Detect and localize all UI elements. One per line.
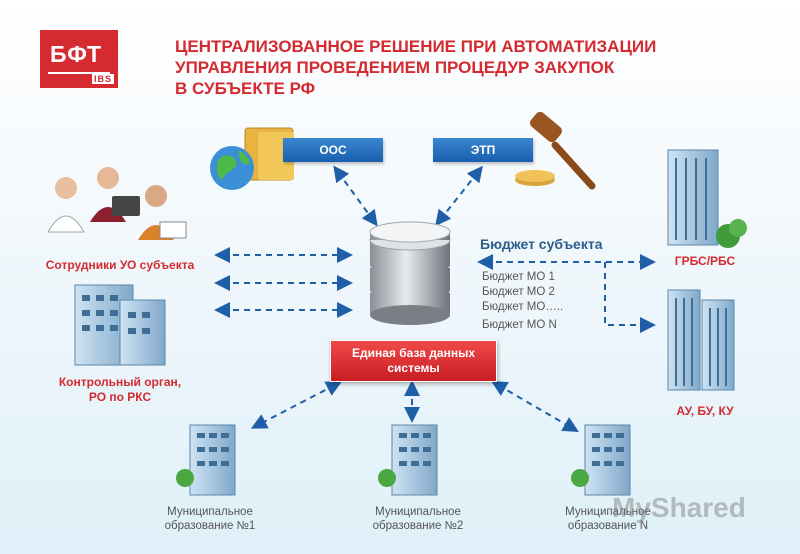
munN-label-line-2: образование N (567, 520, 649, 532)
mun2-label: Муниципальное образование №2 (348, 505, 488, 533)
arrow-budget-au (604, 262, 656, 333)
logo-text: БФТ (50, 41, 103, 67)
staff-people-icon (47, 167, 187, 240)
au-building-icon (667, 289, 735, 391)
au-label: АУ, БУ, КУ (676, 404, 734, 418)
budget-item: Бюджет МО N (482, 319, 557, 331)
budget-title: Бюджет субъекта (480, 236, 603, 252)
logo-sub: IBS (91, 74, 114, 84)
control-label-line-2: РО по РКС (88, 390, 152, 404)
etp-banner: ЭТП (433, 138, 533, 162)
munN-label: Муниципальное образование N (538, 505, 678, 533)
municipal-building-n-icon (571, 424, 631, 496)
oos-label: ООС (319, 143, 347, 157)
title-line-3: В СУБЪЕКТЕ РФ (175, 79, 316, 98)
title-line-1: ЦЕНТРАЛИЗОВАННОЕ РЕШЕНИЕ ПРИ АВТОМАТИЗАЦ… (175, 37, 657, 56)
budget-item: Бюджет МО 1 (482, 271, 555, 283)
control-label-line-1: Контрольный орган, (58, 375, 182, 389)
munN-label-line-1: Муниципальное (565, 506, 651, 518)
municipal-building-2-icon (378, 424, 438, 496)
mun1-label: Муниципальное образование №1 (140, 505, 280, 533)
mun1-label-line-2: образование №1 (164, 520, 256, 532)
grbs-label: ГРБС/РБС (674, 254, 736, 268)
arrow-oos-db (333, 165, 378, 227)
globe-folder-icon (210, 127, 294, 190)
title-line-2: УПРАВЛЕНИЯ ПРОВЕДЕНИЕМ ПРОЦЕДУР ЗАКУПОК (175, 58, 615, 77)
page-title: ЦЕНТРАЛИЗОВАННОЕ РЕШЕНИЕ ПРИ АВТОМАТИЗАЦ… (175, 36, 735, 99)
control-label: Контрольный орган, РО по РКС (40, 375, 200, 405)
database-icon (369, 221, 451, 325)
logo-divider (48, 72, 110, 74)
database-label-box: Единая база данных системы (330, 340, 497, 382)
bft-logo: БФТ IBS (40, 30, 118, 88)
staff-label: Сотрудники УО субъекта (45, 258, 195, 272)
control-building-icon (74, 284, 166, 366)
mun2-label-line-1: Муниципальное (375, 506, 461, 518)
arrow-etp-db (435, 165, 483, 227)
mun1-label-line-1: Муниципальное (167, 506, 253, 518)
db-label-line-1: Единая база данных (351, 346, 475, 360)
municipal-building-1-icon (176, 424, 236, 496)
mun2-label-line-2: образование №2 (372, 520, 464, 532)
oos-banner: ООС (283, 138, 383, 162)
budget-item: Бюджет МО 2 (482, 286, 555, 298)
budget-list: Бюджет МО 1 Бюджет МО 2 Бюджет МО….. Бюд… (482, 270, 563, 333)
arrow-db-munN (491, 380, 579, 433)
grbs-building-icon (667, 149, 747, 248)
db-label-line-2: системы (387, 361, 440, 375)
etp-label: ЭТП (470, 143, 496, 157)
budget-item: Бюджет МО….. (482, 301, 564, 313)
watermark: MyShared (612, 492, 746, 523)
arrow-db-mun1 (250, 381, 343, 429)
gavel-icon (515, 111, 596, 190)
